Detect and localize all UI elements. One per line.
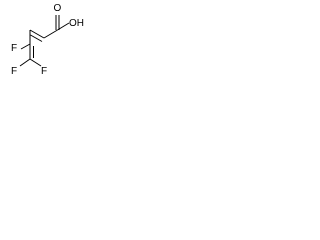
atom-label-fluorine-c5-left: F (11, 66, 17, 77)
bond-c1-oh (57, 22, 70, 31)
bond-c2-c3-inner (30, 34, 43, 42)
atom-label-fluorine-c5-right: F (41, 66, 47, 77)
atom-label-fluorine-c4: F (11, 43, 17, 54)
atom-label-carbonyl-oxygen: O (54, 3, 62, 14)
bond-c5-f-right (29, 58, 42, 67)
molecule-drawing: O OH F F F (11, 3, 84, 77)
bond-c4-f (20, 43, 31, 50)
bond-c5-f-left (19, 58, 31, 67)
bond-c2-c3 (29, 29, 45, 39)
structure-canvas: O OH F F F (0, 0, 91, 102)
atom-label-hydroxyl: OH (69, 18, 84, 29)
bond-c1-c2 (43, 29, 58, 39)
